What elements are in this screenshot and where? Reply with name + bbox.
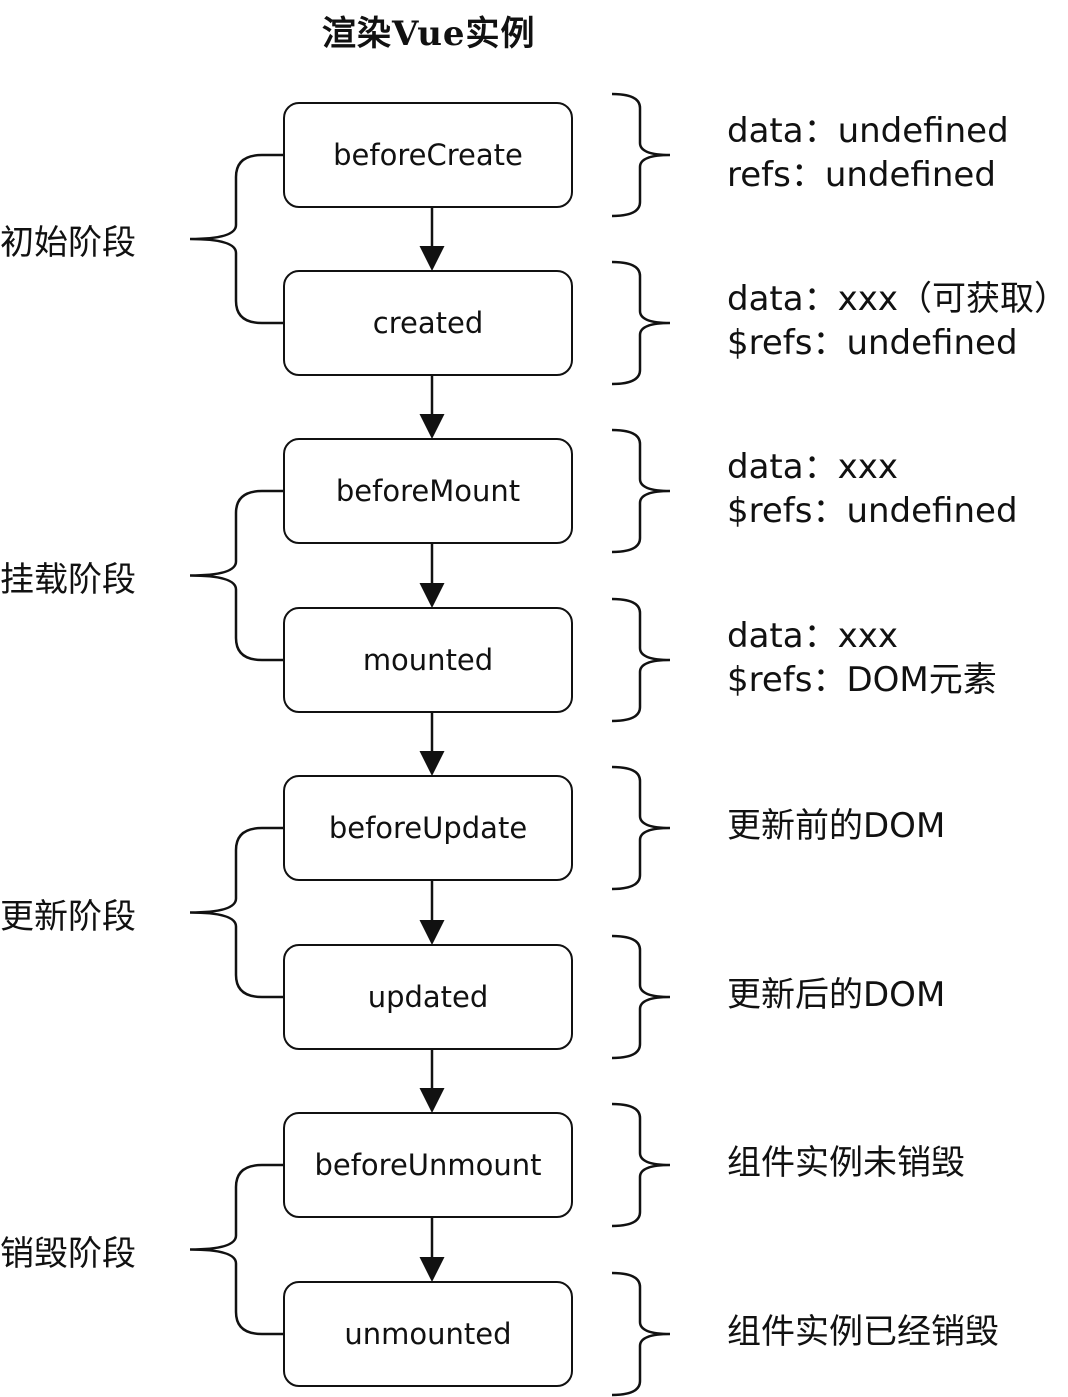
right-brace [611,765,671,891]
left-brace [189,1163,283,1336]
left-brace [189,153,283,325]
note-line: $refs：undefined [727,491,1018,531]
hook-label: beforeMount [335,474,521,508]
phase-label: 挂载阶段 [0,559,136,600]
hook-note-beforemount: data：xxx$refs：undefined [727,445,1018,533]
note-line: $refs：undefined [727,323,1018,363]
right-brace [611,1102,671,1228]
left-brace [189,489,283,662]
note-line: data：xxx [727,447,898,487]
hook-note-mounted: data：xxx$refs：DOM元素 [727,614,997,702]
right-brace [611,428,671,554]
note-line: data：xxx [727,616,898,656]
hook-box-beforeupdate: beforeUpdate [283,775,573,881]
hook-label: beforeUnmount [314,1148,542,1182]
hook-box-mounted: mounted [283,607,573,713]
right-brace [611,934,671,1060]
hook-box-beforecreate: beforeCreate [283,102,573,208]
right-brace [611,92,671,218]
hook-box-updated: updated [283,944,573,1050]
hook-label: beforeCreate [333,138,523,172]
hook-box-unmounted: unmounted [283,1281,573,1387]
hook-note-beforeunmount: 组件实例未销毁 [727,1141,965,1185]
right-brace [611,260,671,386]
hook-label: unmounted [344,1317,512,1351]
note-line: 更新后的DOM [727,975,946,1015]
hook-label: updated [367,980,489,1014]
hook-note-created: data：xxx（可获取）$refs：undefined [727,277,1068,365]
hook-box-created: created [283,270,573,376]
phase-label: 销毁阶段 [0,1233,136,1274]
note-line: 组件实例已经销毁 [727,1312,999,1352]
note-line: data：undefined [727,111,1009,151]
note-line: data：xxx（可获取） [727,279,1068,319]
right-brace [611,597,671,723]
hook-label: created [372,306,484,340]
hook-box-beforeunmount: beforeUnmount [283,1112,573,1218]
note-line: refs：undefined [727,155,996,195]
hook-note-beforeupdate: 更新前的DOM [727,804,945,848]
note-line: $refs：DOM元素 [727,660,997,700]
hook-label: mounted [362,643,494,677]
note-line: 组件实例未销毁 [727,1143,965,1183]
note-line: 更新前的DOM [727,806,946,846]
hook-box-beforemount: beforeMount [283,438,573,544]
hook-note-updated: 更新后的DOM [727,973,945,1017]
phase-label: 初始阶段 [0,223,136,263]
hook-note-unmounted: 组件实例已经销毁 [727,1310,999,1354]
hook-label: beforeUpdate [328,811,528,845]
left-brace [189,826,283,999]
right-brace [611,1271,671,1397]
diagram-title: 渲染Vue实例 [322,14,536,54]
phase-label: 更新阶段 [0,896,136,937]
